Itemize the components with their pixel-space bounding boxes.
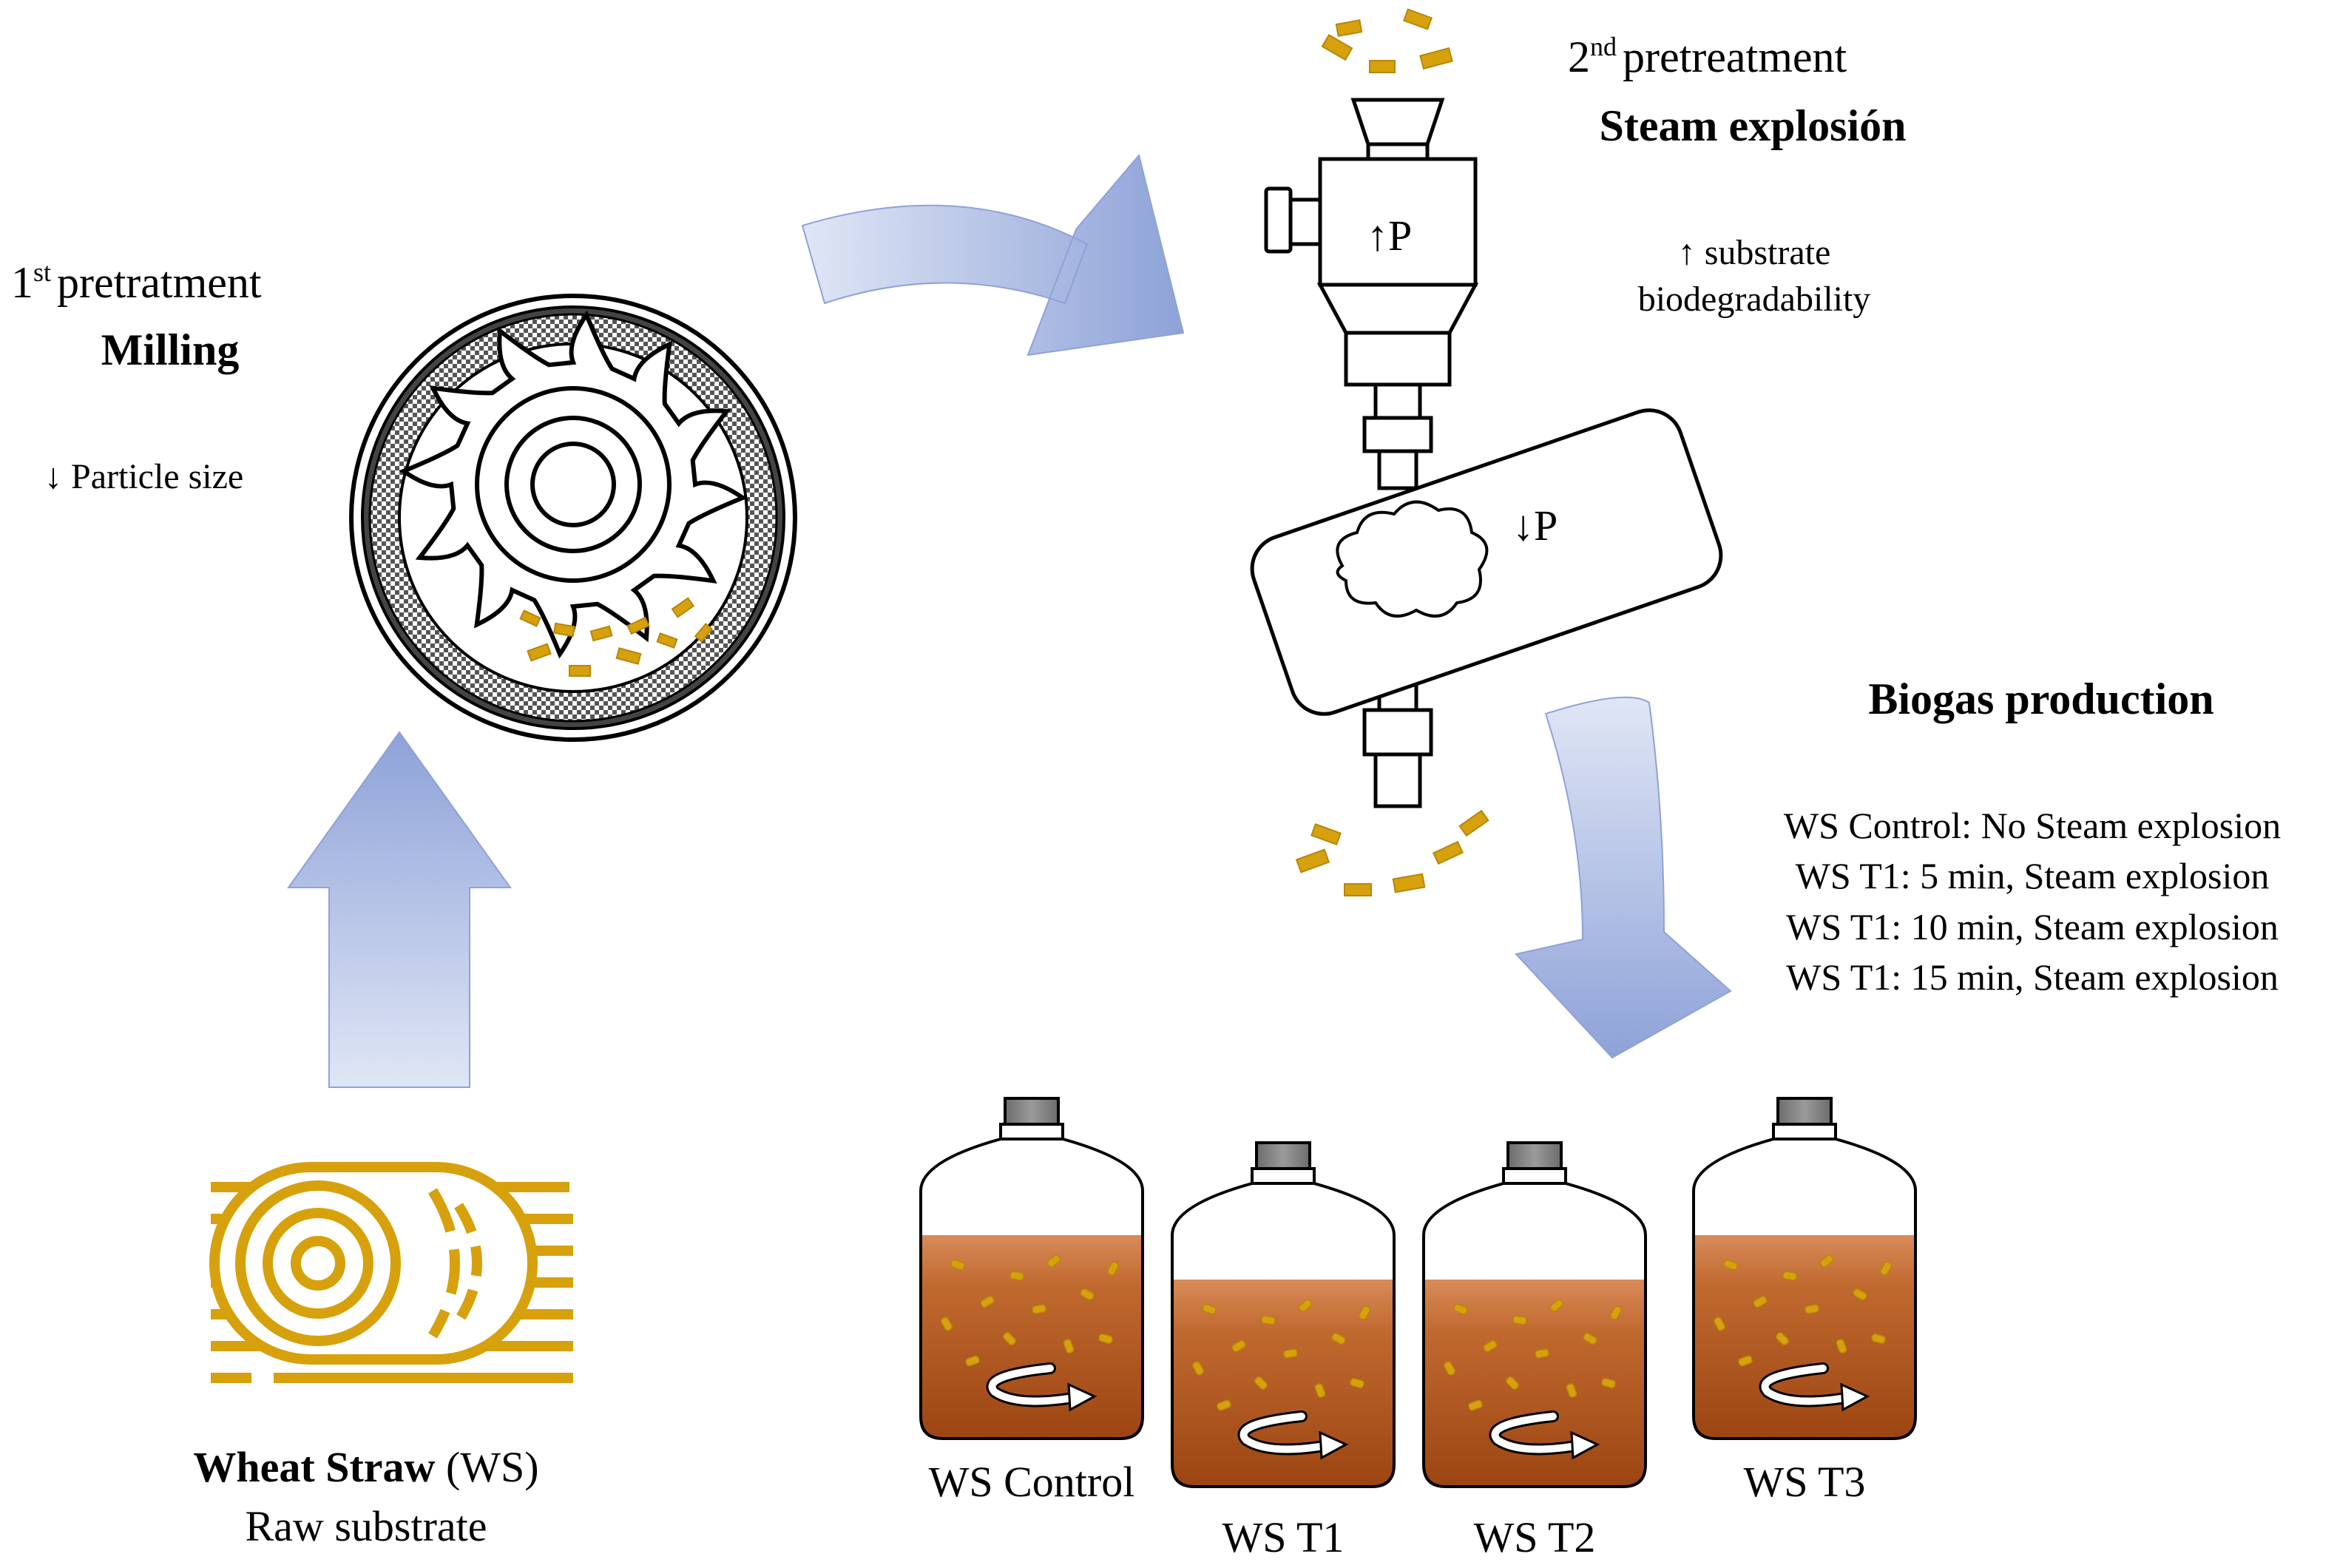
steam-title: Steam explosión	[1599, 101, 1906, 150]
wheat-straw-bale-icon	[209, 1162, 573, 1383]
arrow-steam-to-biogas	[1515, 696, 1732, 1059]
stirring-arrowhead	[1319, 1430, 1349, 1460]
bottle-particles	[940, 1254, 1120, 1367]
exploded-particles	[1295, 809, 1489, 896]
feed-particles	[1321, 8, 1453, 73]
treatment-0: WS Control: No Steam explosion	[1784, 805, 2281, 846]
bottle-outline	[1692, 1138, 1917, 1440]
bottle-liquid	[1424, 1280, 1646, 1487]
mill-illustration	[349, 294, 797, 742]
bottle-label-t2: WS T2	[1474, 1513, 1596, 1561]
steam-effect-line2: biodegradability	[1638, 280, 1871, 319]
bottle-particles	[1713, 1254, 1893, 1367]
bottle-neck	[1251, 1167, 1316, 1185]
steam-explosion-reactor	[1250, 8, 1723, 896]
bottle-neck	[1772, 1123, 1837, 1140]
treatment-3: WS T1: 15 min, Steam explosion	[1786, 956, 2279, 998]
stirring-arrowhead	[1067, 1382, 1098, 1412]
milling-effect: ↓ Particle size	[44, 457, 243, 496]
low-pressure-label: ↓P	[1512, 501, 1558, 550]
bottle-control	[919, 1097, 1144, 1440]
bottle-t2	[1422, 1141, 1647, 1488]
stirring-arrowhead	[1570, 1430, 1600, 1460]
bottle-particles	[1443, 1299, 1623, 1411]
bottle-cap	[1506, 1141, 1563, 1172]
bottle-t1	[1171, 1141, 1396, 1488]
bottle-cap	[1776, 1097, 1833, 1128]
bottle-cap	[1255, 1141, 1311, 1172]
milling-title: Milling	[101, 325, 240, 374]
bottle-outline	[1422, 1182, 1647, 1488]
bottle-t3	[1692, 1097, 1917, 1440]
high-pressure-label: ↑P	[1367, 212, 1412, 260]
stirring-arrow-icon	[988, 1365, 1076, 1405]
arrow-up-to-mill	[287, 731, 512, 1088]
bottle-label-control: WS Control	[929, 1458, 1135, 1506]
bottle-liquid	[921, 1235, 1143, 1439]
arrow-mill-to-steam	[801, 153, 1185, 356]
bottle-label-t1: WS T1	[1222, 1513, 1345, 1561]
bottle-neck	[1502, 1167, 1567, 1185]
bottle-neck	[999, 1123, 1064, 1140]
biogas-title: Biogas production	[1868, 675, 2213, 723]
bottle-cap	[1004, 1097, 1060, 1128]
treatment-1: WS T1: 5 min, Steam explosion	[1796, 855, 2270, 896]
bottle-outline	[1171, 1182, 1396, 1488]
steam-cloud-icon	[1336, 500, 1489, 618]
bottle-liquid	[1172, 1280, 1394, 1487]
stirring-arrow-icon	[1239, 1413, 1328, 1453]
stirring-arrow-icon	[1491, 1413, 1579, 1453]
bottle-label-t3: WS T3	[1744, 1458, 1866, 1506]
bottle-particles	[1191, 1299, 1371, 1411]
substrate-subtitle: Raw substrate	[246, 1502, 487, 1550]
milled-particles	[519, 597, 714, 677]
substrate-name: Wheat Straw (WS)	[193, 1443, 538, 1491]
bottles	[919, 1097, 1917, 1488]
bottle-liquid	[1694, 1235, 1915, 1439]
treatment-2: WS T1: 10 min, Steam explosion	[1786, 906, 2279, 947]
stirring-arrowhead	[1840, 1382, 1870, 1412]
bottle-outline	[919, 1138, 1144, 1440]
stirring-arrow-icon	[1761, 1365, 1849, 1405]
steam-effect-line1: ↑ substrate	[1678, 233, 1831, 272]
